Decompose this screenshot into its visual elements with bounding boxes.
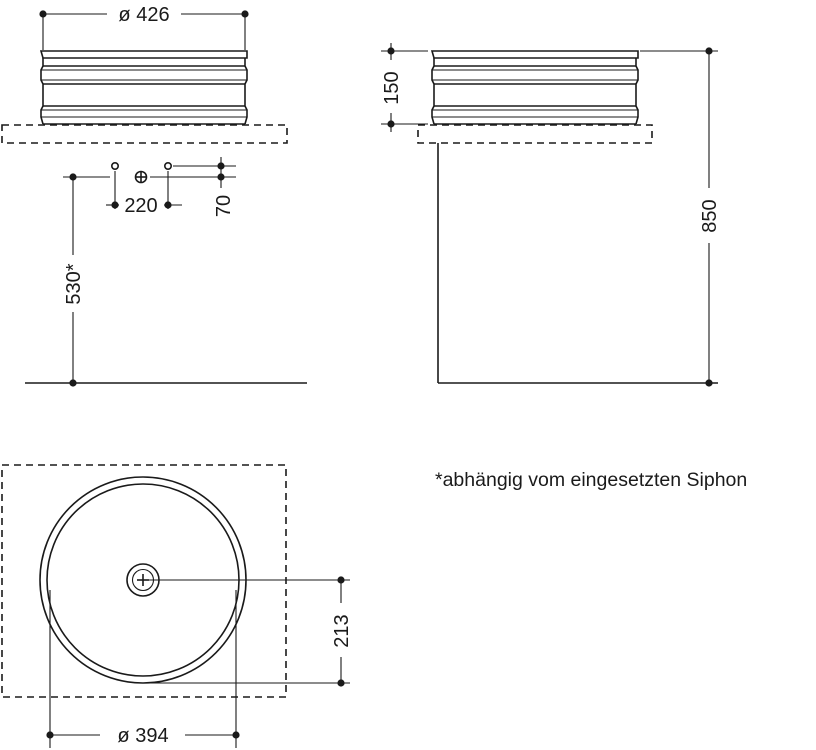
dim-basin-height: 150 [381, 71, 403, 104]
tap-hole-left [111, 162, 120, 171]
basin-front [39, 50, 248, 125]
side-view: 150 850 [381, 43, 721, 387]
dim-siphon-height: 530* [63, 263, 85, 304]
countertop-top [1, 464, 287, 698]
dim-bottom-diameter: ø 394 [117, 725, 168, 747]
basin-side [430, 50, 639, 125]
dim-drain-center: 213 [331, 614, 353, 647]
countertop-side [417, 124, 653, 144]
dim-drain-offset: 70 [213, 195, 235, 217]
dim-total-height: 850 [699, 199, 721, 232]
countertop-front [1, 124, 288, 144]
dim-drain-spacing: 220 [124, 195, 157, 217]
top-view: 213 ø 394 [1, 464, 353, 748]
dim-top-diameter: ø 426 [118, 4, 169, 26]
tap-hole-right [164, 162, 173, 171]
front-view: ø 426 220 [1, 4, 307, 387]
siphon-footnote: *abhängig vom eingesetzten Siphon [435, 469, 748, 491]
